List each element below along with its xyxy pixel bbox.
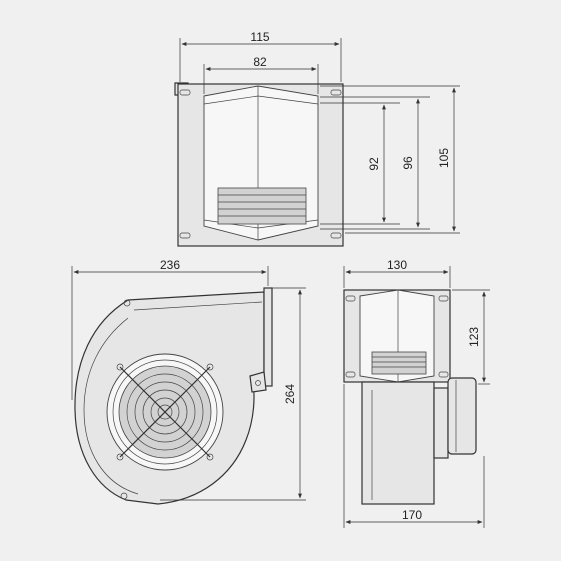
front-screw-tr xyxy=(206,363,214,371)
side-view: 130 123 170 xyxy=(343,258,490,528)
dim-105-label: 105 xyxy=(437,148,451,168)
front-intake-ring-2 xyxy=(126,373,204,451)
front-screw-tl xyxy=(116,363,124,371)
side-slot-bl xyxy=(345,371,356,378)
side-grille xyxy=(371,351,427,375)
dim-115-label: 115 xyxy=(250,30,269,44)
front-intake-ring-1 xyxy=(112,359,218,465)
dim-96-label: 96 xyxy=(401,156,415,170)
front-mounting-lug xyxy=(249,371,267,393)
dim-264-label: 264 xyxy=(283,384,297,404)
front-hole-top xyxy=(123,299,131,307)
top-window-upper xyxy=(203,95,319,105)
front-intake-ring-4 xyxy=(142,389,188,435)
side-housing xyxy=(361,381,435,505)
top-slot-br xyxy=(330,232,342,239)
front-hole-bottom xyxy=(120,492,128,500)
dim-123-label: 123 xyxy=(467,327,481,347)
dim-170-label: 170 xyxy=(402,508,422,522)
front-lug-hole xyxy=(255,380,261,386)
side-slot-br xyxy=(438,371,449,378)
top-slot-tr xyxy=(330,89,342,96)
dim-92-label: 92 xyxy=(367,157,381,171)
side-slot-tr xyxy=(438,295,449,302)
dim-130-label: 130 xyxy=(387,258,407,272)
front-intake-ring-5 xyxy=(150,397,180,427)
front-screw-br xyxy=(206,453,214,461)
front-crossbar-2 xyxy=(119,366,211,458)
top-slot-tl xyxy=(179,89,191,96)
front-outlet-flange xyxy=(263,287,273,387)
front-intake-ring-3 xyxy=(134,381,196,443)
side-slot-tl xyxy=(345,295,356,302)
front-view: 236 264 xyxy=(71,258,306,505)
side-motor xyxy=(447,377,477,455)
side-motor-cap xyxy=(433,387,449,459)
top-view: 115 82 92 96 105 xyxy=(174,30,460,247)
top-grille xyxy=(217,187,307,225)
dim-82-label: 82 xyxy=(253,55,267,69)
front-inner-scroll xyxy=(83,301,263,495)
front-screw-bl xyxy=(116,453,124,461)
top-slot-bl xyxy=(179,232,191,239)
front-hub xyxy=(157,404,173,420)
dim-236-label: 236 xyxy=(160,258,180,272)
